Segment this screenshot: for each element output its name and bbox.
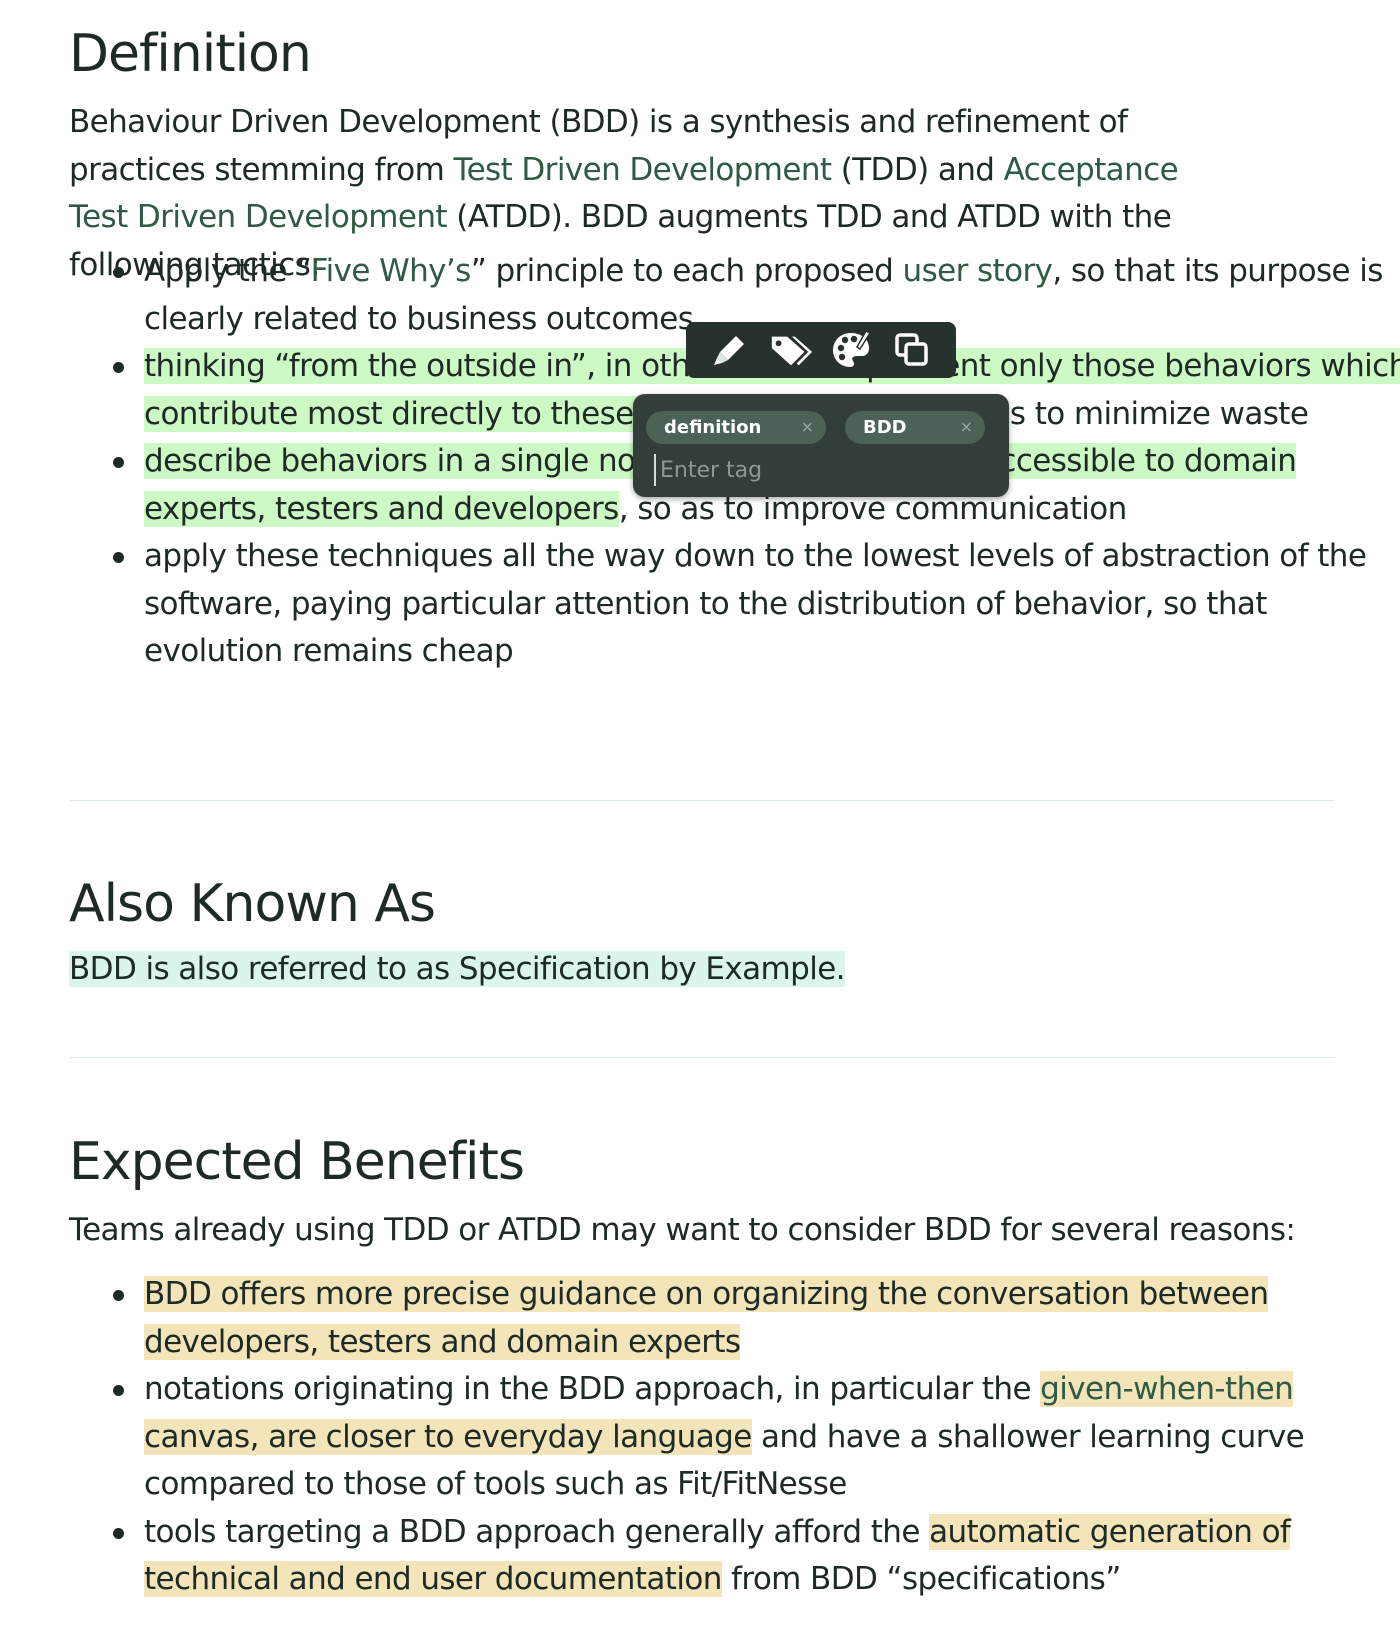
tag-icon[interactable] xyxy=(768,327,814,373)
list-item: apply these techniques all the way down … xyxy=(113,533,1400,676)
highlight-toolbar xyxy=(686,322,956,378)
highlight-aka[interactable]: BDD is also referred to as Specification… xyxy=(69,951,846,987)
highlight-everyday-language[interactable]: canvas, are closer to everyday language xyxy=(144,1418,752,1455)
tag-popup: definition × BDD × xyxy=(633,394,1009,497)
link-five-whys[interactable]: Five Why’s xyxy=(310,253,472,289)
palette-icon[interactable] xyxy=(828,327,874,373)
tag-chip-definition[interactable]: definition × xyxy=(646,411,826,444)
list-item: BDD offers more precise guidance on orga… xyxy=(113,1271,1400,1366)
tag-chip-label: definition xyxy=(664,417,762,438)
close-icon[interactable]: × xyxy=(959,417,973,436)
highlighter-icon[interactable] xyxy=(707,327,753,373)
link-test-driven-development[interactable]: Test Driven Development xyxy=(453,151,833,188)
highlight-precise-guidance[interactable]: BDD offers more precise guidance on orga… xyxy=(144,1276,1269,1360)
benefits-intro: Teams already using TDD or ATDD may want… xyxy=(69,1212,1296,1248)
tag-chip-label: BDD xyxy=(863,417,907,438)
tag-input[interactable] xyxy=(654,454,990,486)
copy-icon[interactable] xyxy=(889,327,935,373)
list-item: tools targeting a BDD approach generally… xyxy=(113,1509,1400,1604)
list-item: notations originating in the BDD approac… xyxy=(113,1366,1400,1509)
close-icon[interactable]: × xyxy=(800,417,814,436)
link-acceptance-test-driven-development[interactable]: Acceptance Test Driven Development xyxy=(69,151,1179,236)
list-item: Apply the “Five Why’s” principle to each… xyxy=(113,248,1400,343)
link-given-when-then[interactable]: given-when-then xyxy=(1040,1371,1294,1407)
aka-text: BDD is also referred to as Specification… xyxy=(69,946,846,994)
definition-intro: Behaviour Driven Development (BDD) is a … xyxy=(69,104,1179,283)
link-user-story[interactable]: user story xyxy=(902,253,1053,289)
definition-heading: Definition xyxy=(69,24,312,84)
section-divider xyxy=(69,1057,1334,1058)
section-divider xyxy=(69,800,1334,801)
benefits-heading: Expected Benefits xyxy=(69,1132,525,1192)
tag-chip-bdd[interactable]: BDD × xyxy=(845,411,985,444)
benefits-list: BDD offers more precise guidance on orga… xyxy=(69,1271,1400,1604)
aka-heading: Also Known As xyxy=(69,874,436,934)
